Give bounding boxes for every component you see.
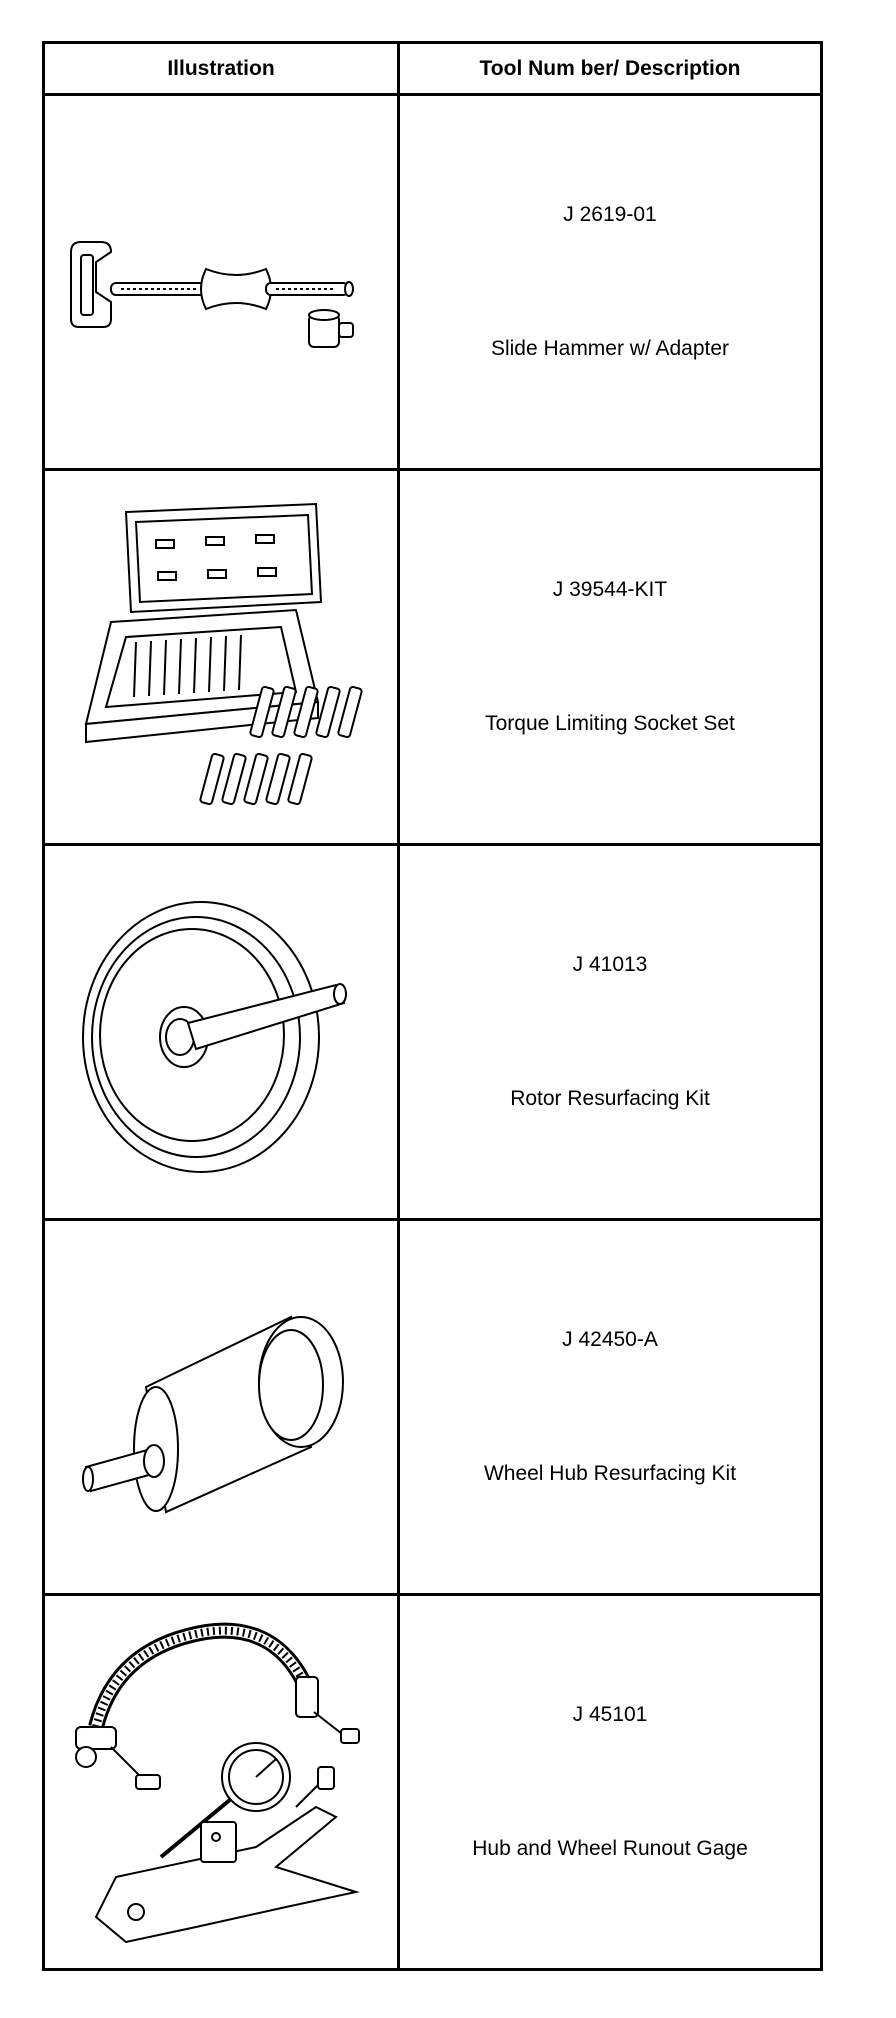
illustration-cell — [42, 1593, 400, 1971]
tool-description: Hub and Wheel Runout Gage — [472, 1837, 748, 1860]
slide-hammer-icon — [51, 207, 391, 357]
table-row: J 41013 Rotor Resurfacing Kit — [42, 843, 823, 1221]
illustration-cell — [42, 1218, 400, 1596]
tool-description: Torque Limiting Socket Set — [485, 712, 735, 735]
tool-description: Rotor Resurfacing Kit — [510, 1087, 710, 1110]
tool-number: J 41013 — [572, 953, 648, 976]
description-cell: J 2619-01 Slide Hammer w/ Adapter — [397, 93, 823, 471]
illustration-cell — [42, 843, 400, 1221]
illustration-cell — [42, 93, 400, 471]
table-row: J 2619-01 Slide Hammer w/ Adapter — [42, 93, 823, 471]
table-row: J 45101 Hub and Wheel Runout Gage — [42, 1593, 823, 1971]
header-illustration: Illustration — [42, 41, 400, 96]
description-cell: J 41013 Rotor Resurfacing Kit — [397, 843, 823, 1221]
header-tool-description: Tool Num ber/ Description — [397, 41, 823, 96]
description-cell: J 42450-A Wheel Hub Resurfacing Kit — [397, 1218, 823, 1596]
hub-kit-icon — [66, 1277, 376, 1537]
description-cell: J 45101 Hub and Wheel Runout Gage — [397, 1593, 823, 1971]
socket-set-icon — [56, 492, 386, 822]
tool-number: J 2619-01 — [563, 203, 657, 226]
tool-description: Slide Hammer w/ Adapter — [490, 337, 730, 360]
tool-number: J 42450-A — [562, 1328, 658, 1351]
runout-gage-icon — [56, 1607, 386, 1957]
tool-number: J 45101 — [572, 1703, 648, 1726]
header-row: Illustration Tool Num ber/ Description — [42, 41, 823, 96]
illustration-cell — [42, 468, 400, 846]
table-row: J 42450-A Wheel Hub Resurfacing Kit — [42, 1218, 823, 1596]
tool-description: Wheel Hub Resurfacing Kit — [483, 1462, 737, 1485]
tool-number: J 39544-KIT — [552, 578, 668, 601]
description-cell: J 39544-KIT Torque Limiting Socket Set — [397, 468, 823, 846]
rotor-kit-icon — [66, 877, 376, 1187]
special-tools-table: Illustration Tool Num ber/ Description — [42, 41, 823, 1971]
table-row: J 39544-KIT Torque Limiting Socket Set — [42, 468, 823, 846]
